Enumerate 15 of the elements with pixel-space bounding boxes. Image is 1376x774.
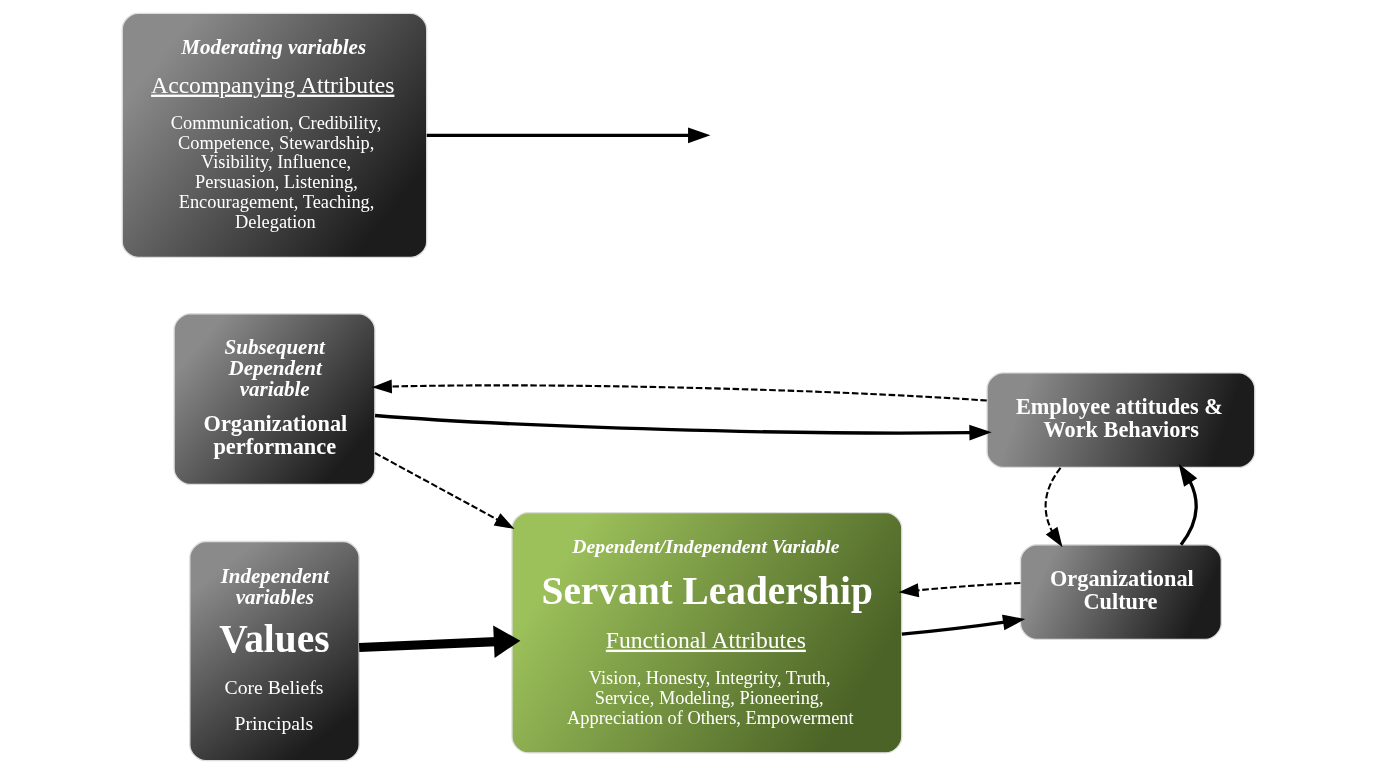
arrow [358,625,520,658]
arrow [373,452,515,529]
node-box: Employee attitudes & Work Behaviors [985,372,1255,469]
arrow [1044,467,1063,548]
arrow [371,379,987,402]
node-box: Organizational Culture [1019,544,1222,640]
arrow [901,614,1025,636]
node-box: Independent variables Values Core Beliefs Principals [188,540,360,762]
arrow [426,127,710,144]
node-box: Dependent/Independent Variable Servant Leadership Functional Attributes Vision, Honesty, Integrity, Truth, Service, Modeling, Pioneering, Appreciation of Others, Empowerment [510,512,902,754]
node-box: Subsequent Dependent variable Organizational performance [172,313,375,486]
arrow [374,413,992,441]
arrow [1178,463,1198,546]
arrow [898,581,1020,598]
node-box: Moderating variables Accompanying Attributes Communication, Credibility, Competence, Stewardship, Visibility, Influence, Persuasion, Listening, Encouragement, Teaching, Delegation [121,12,427,259]
